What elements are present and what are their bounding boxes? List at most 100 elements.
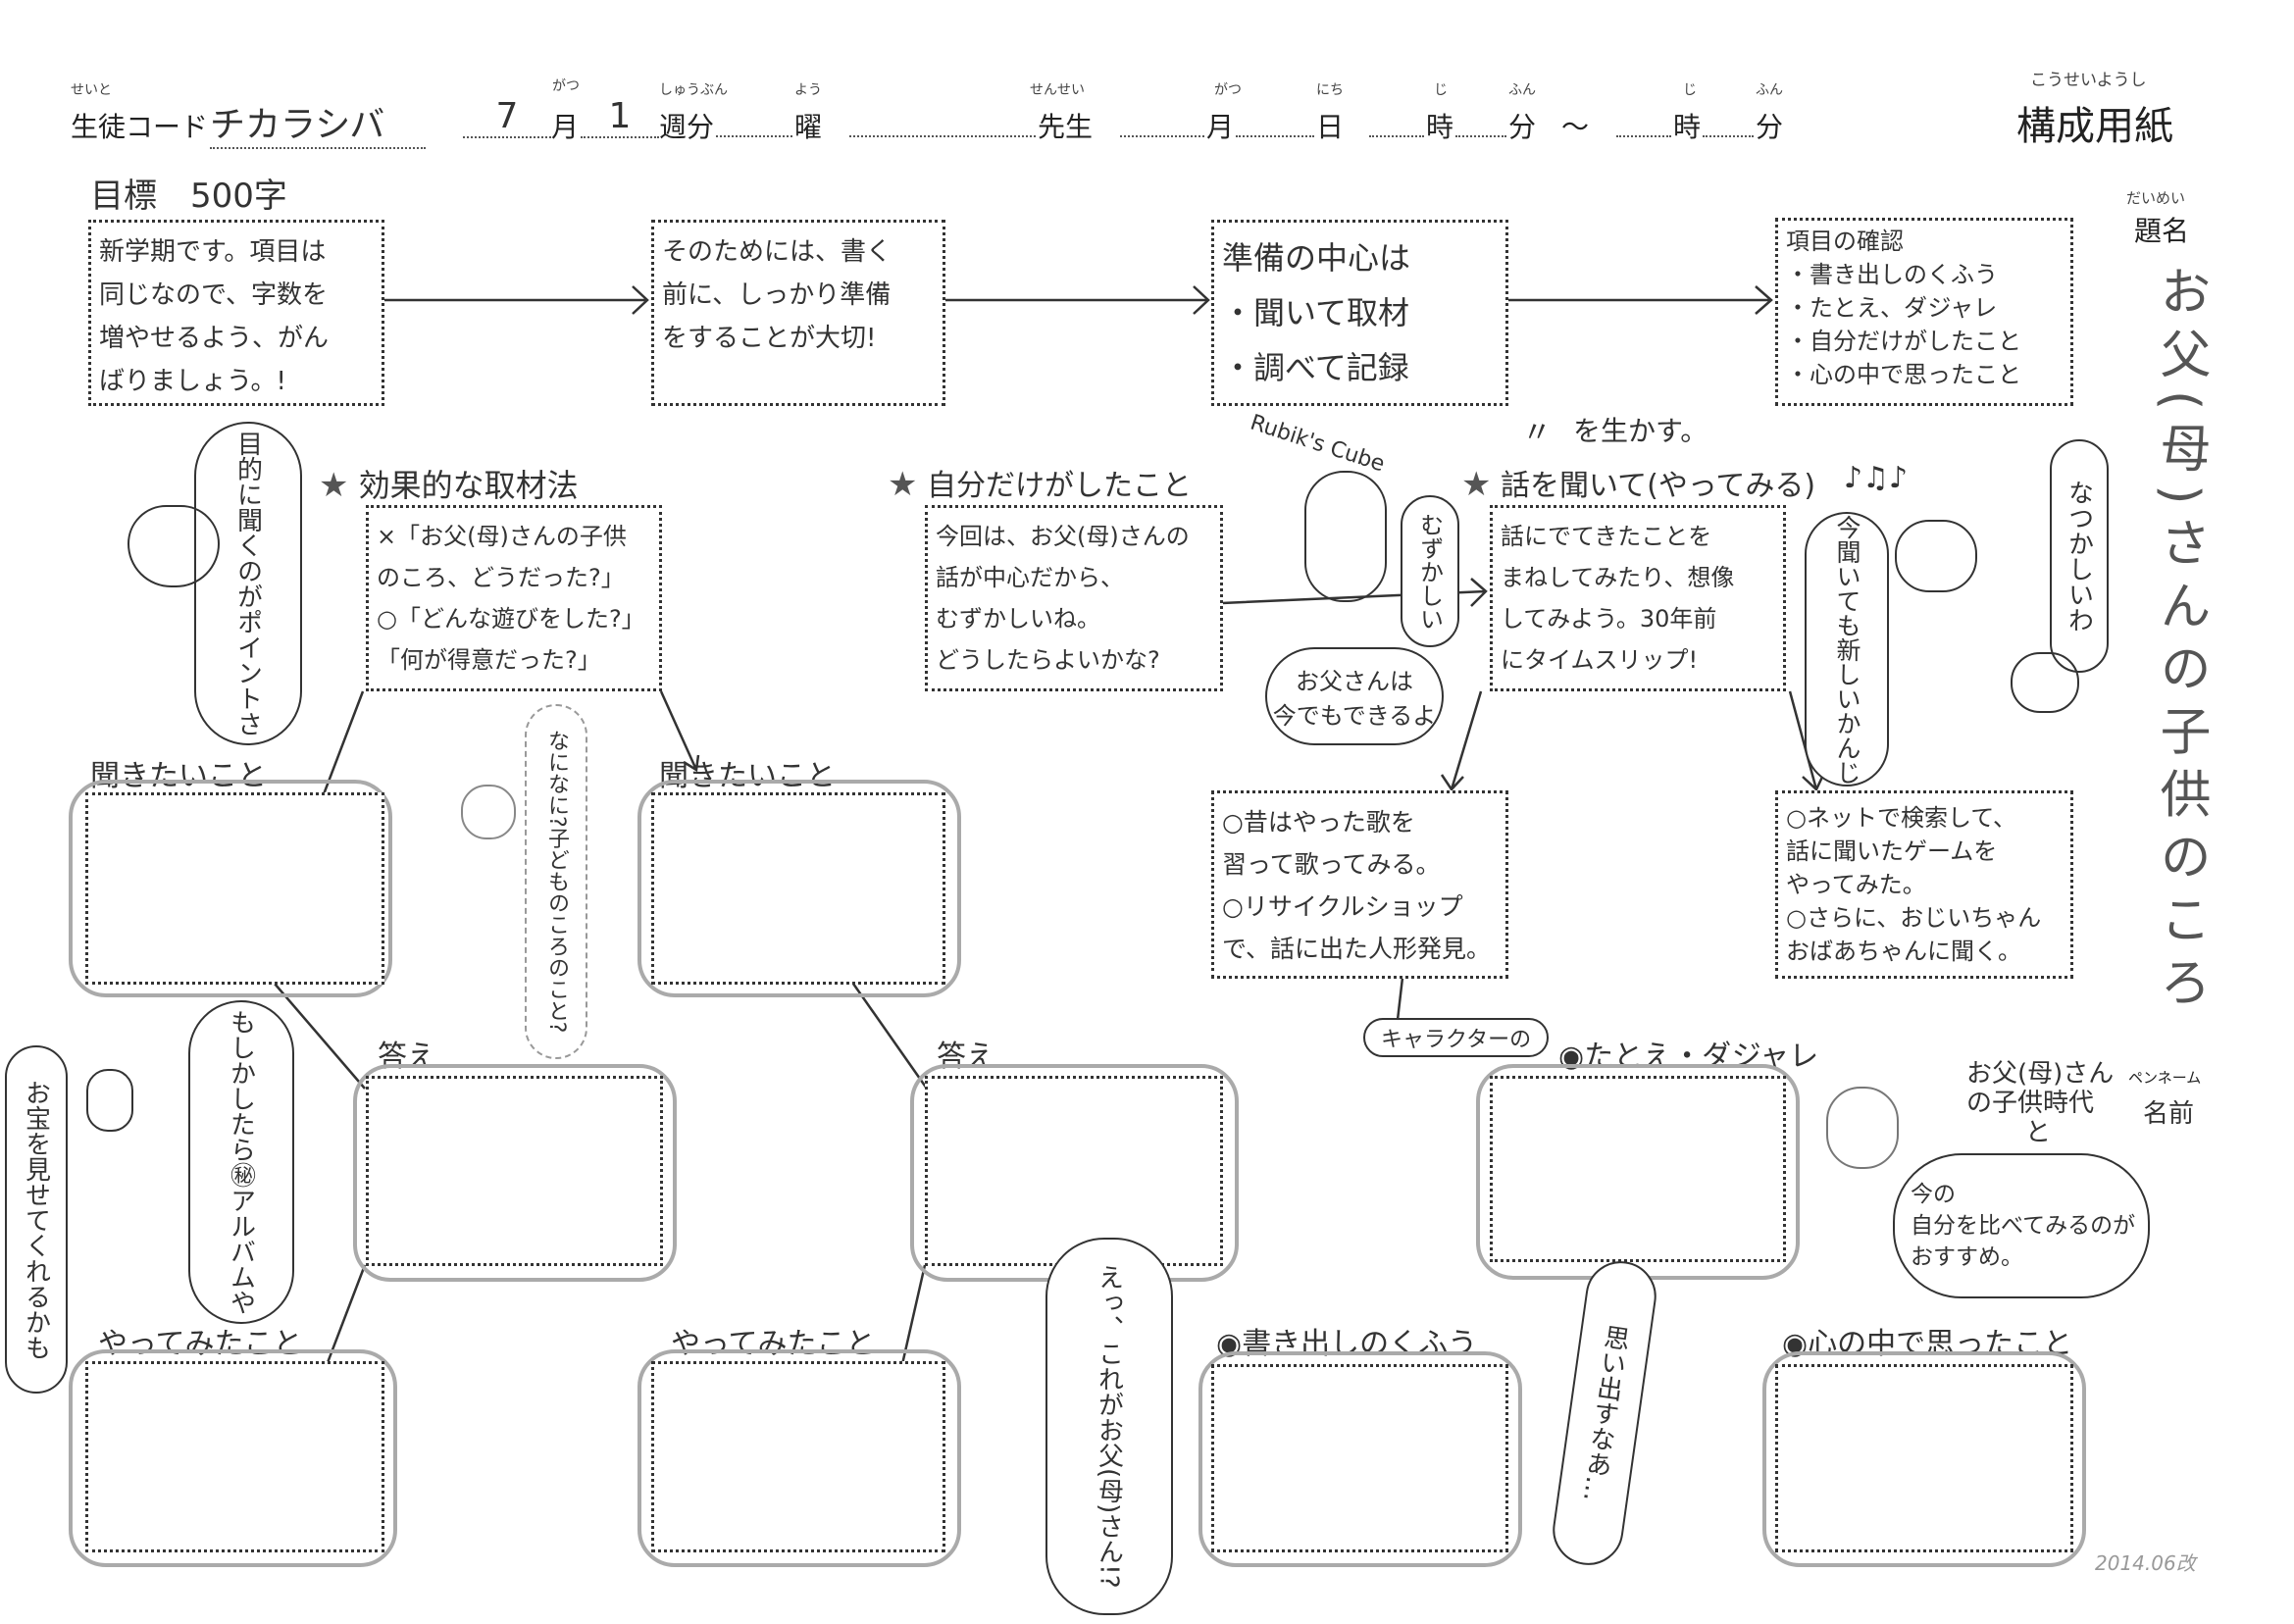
net-line: ○ネットで検索して、 — [1786, 804, 2017, 832]
owl-doodle-icon — [461, 785, 516, 839]
ask-label-1: 聞きたいこと — [90, 759, 267, 793]
speech-bubble-album: もしかしたら㊙アルバムや — [188, 1000, 294, 1324]
net-line: 話に聞いたゲームを — [1786, 837, 1998, 865]
answer-input-2[interactable] — [925, 1076, 1223, 1266]
teacher-field[interactable] — [849, 106, 1036, 137]
weekday-field[interactable] — [716, 106, 792, 137]
week-field[interactable]: 1 — [581, 96, 659, 138]
check-line: ・たとえ、ダジャレ — [1786, 294, 1998, 322]
penname-ruby: ペンネーム — [2128, 1069, 2202, 1087]
speech-bubble-compare: 今の 自分を比べてみるのが おすすめ。 — [1893, 1153, 2150, 1298]
opening-label-text: 書き出しのくふう — [1242, 1327, 1478, 1361]
student-code-field[interactable]: チカラシバ — [210, 96, 426, 149]
line-answer2-tried2 — [898, 1264, 927, 1374]
teacher-label: 先生 — [1038, 111, 1094, 143]
effective-line: 「何が得意だった?」 — [377, 646, 601, 674]
ask-input-2[interactable] — [651, 792, 945, 985]
from-min-label: 分 — [1508, 111, 1537, 143]
opening-input[interactable] — [1211, 1364, 1508, 1552]
preparation-box: そのためには、書く 前に、しっかり準備 をすることが大切! — [651, 220, 945, 406]
ask-input-1[interactable] — [85, 792, 384, 985]
month-field[interactable]: 7 — [463, 96, 551, 138]
item-check-box: 項目の確認 ・書き出しのくふう ・たとえ、ダジャレ ・自分だけがしたこと ・心の… — [1775, 218, 2073, 406]
intro-line: ばりましょう。! — [99, 367, 286, 396]
only-me-heading: ★ 自分だけがしたこと — [888, 461, 1192, 504]
arrow-effective-ask2 — [659, 690, 700, 773]
intro-box: 新学期です。項目は 同じなので、字数を 増やせるよう、がん ばりましょう。! — [88, 220, 384, 406]
to-min-field[interactable] — [1703, 106, 1754, 137]
core-line: ・調べて記録 — [1222, 349, 1409, 386]
speech-bubble-point: 目的に聞くのがポイントさ — [194, 422, 302, 745]
tried-input-1[interactable] — [85, 1361, 384, 1552]
frog-doodle-icon — [1826, 1087, 1899, 1169]
star-icon: ★ — [1461, 465, 1492, 504]
speech-bubble-dad-can: お父さんは 今でもできるよ — [1265, 647, 1444, 745]
speech-bubble-difficult: むずかしい — [1401, 495, 1459, 647]
ask-frame-1 — [69, 780, 392, 997]
speech-bubble-still-new: 今聞いても新しいかんじ — [1805, 512, 1889, 787]
net-line: ○さらに、おじいちゃん — [1786, 904, 2042, 932]
feelings-input[interactable] — [1775, 1364, 2073, 1552]
goal-label: 目標 500字 — [90, 177, 287, 216]
student-code-ruby: せいと — [71, 82, 112, 98]
bubble-text: 今の — [1911, 1182, 1956, 1207]
line-ask2-answer2 — [851, 983, 929, 1090]
penname-label: 名前 — [2143, 1099, 2195, 1129]
from-hour-ruby: じ — [1434, 82, 1448, 98]
answer-frame-1 — [353, 1064, 677, 1282]
from-min-field[interactable] — [1455, 106, 1506, 137]
ask-label-2: 聞きたいこと — [659, 759, 836, 793]
from-hour-field[interactable] — [1369, 106, 1424, 137]
metaphor-input[interactable] — [1490, 1076, 1786, 1262]
tried-input-2[interactable] — [651, 1361, 945, 1552]
arrow-box2-box3 — [945, 285, 1210, 315]
bubble-text: お父さんは — [1296, 668, 1413, 695]
preparation-line: 前に、しっかり準備 — [662, 280, 892, 310]
line-ask1-answer1 — [274, 983, 366, 1090]
line-song-character — [1396, 977, 1404, 1021]
date-day-label: 日 — [1316, 111, 1345, 143]
intro-line: 増やせるよう、がん — [99, 324, 330, 353]
try-it-line: にタイムスリップ! — [1501, 646, 1699, 674]
try-it-heading-text: 話を聞いて(やってみる) — [1501, 469, 1816, 503]
penname-line: お父(母)さん — [1966, 1059, 2115, 1089]
try-it-line: 話にでてきたことを — [1501, 523, 1712, 550]
check-line: ・自分だけがしたこと — [1786, 328, 2021, 355]
date-month-label: 月 — [1206, 111, 1235, 143]
effective-line: ×「お父(母)さんの子供 — [377, 523, 627, 550]
to-hour-ruby: じ — [1683, 82, 1697, 98]
date-month-ruby: がつ — [1214, 82, 1242, 98]
intro-line: 同じなので、字数を — [99, 280, 328, 310]
bubble-text: なつかしいわ — [2064, 480, 2094, 633]
arrow-box1-box2 — [384, 285, 649, 315]
try-it-heading: ★ 話を聞いて(やってみる) — [1461, 461, 1815, 504]
bubble-text: もしかしたら㊙アルバムや — [226, 1009, 256, 1315]
cat-doodle-icon — [127, 505, 220, 587]
cat-back-doodle-icon — [2011, 652, 2079, 713]
only-me-heading-text: 自分だけがしたこと — [927, 469, 1193, 503]
line-answer1-tried1 — [322, 1264, 367, 1374]
only-me-line: むずかしいね。 — [936, 605, 1100, 633]
answer-input-1[interactable] — [366, 1076, 663, 1266]
title-value[interactable]: お父(母)さんの子供のころ — [2151, 265, 2210, 1019]
title-ruby: だいめい — [2126, 189, 2186, 207]
star-icon: ★ — [888, 465, 918, 504]
form-title: 構成用紙 — [2016, 104, 2173, 149]
cat-doodle-icon — [1895, 520, 1977, 592]
date-month-field[interactable] — [1120, 106, 1204, 137]
only-me-line: 話が中心だから、 — [936, 564, 1124, 591]
check-line: ・書き出しのくふう — [1786, 261, 1998, 288]
student-code-label: 生徒コード — [71, 111, 209, 143]
to-hour-label: 時 — [1673, 111, 1702, 143]
tilde: ～ — [1561, 111, 1590, 143]
penname-line: の子供時代 — [1966, 1089, 2095, 1118]
to-hour-field[interactable] — [1616, 106, 1671, 137]
character-note: キャラクターの — [1363, 1018, 1550, 1057]
weekday-ruby: よう — [794, 82, 822, 98]
net-line: やってみた。 — [1786, 871, 1926, 898]
try-it-line: まねしてみたり、想像 — [1501, 564, 1735, 591]
penname-note: お父(母)さん の子供時代 と — [1966, 1059, 2114, 1147]
ditto-mark: 〃 — [1522, 416, 1552, 450]
effective-line: のころ、どうだった?」 — [377, 564, 625, 591]
date-day-field[interactable] — [1236, 106, 1314, 137]
